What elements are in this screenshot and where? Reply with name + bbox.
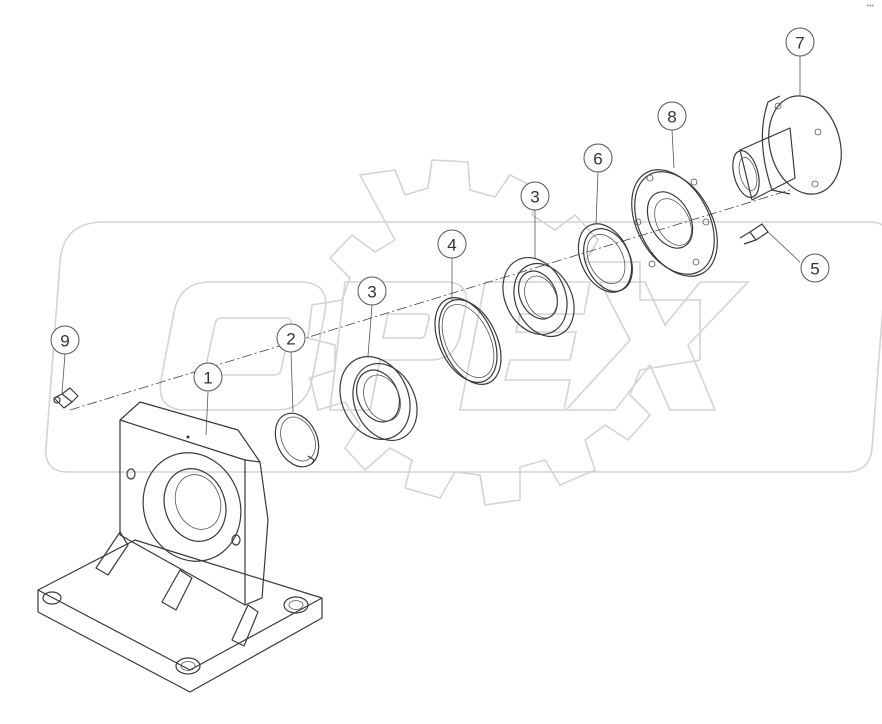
base-hole-right [283, 596, 309, 614]
bracket-mount-hole-right [231, 534, 241, 546]
callout-5: 5 [800, 253, 830, 283]
part-4-sealing-ring [434, 297, 502, 385]
part-1-bracket [37, 401, 323, 693]
callout-3-left-label: 3 [367, 283, 376, 302]
bracket-mount-hole-left [126, 468, 136, 480]
bracket-rib-left [95, 531, 129, 576]
callout-4: 4 [437, 229, 467, 259]
part-2-retaining-ring [274, 412, 320, 468]
callout-9: 9 [50, 325, 80, 355]
callout-6: 6 [583, 143, 613, 173]
callout-8: 8 [657, 101, 687, 131]
watermark-letters [159, 281, 750, 411]
base-hole-front [175, 657, 201, 675]
corner-mark: ••• [866, 3, 874, 10]
watermark-letter-e [459, 281, 591, 411]
part-7-flange-shaft [732, 95, 842, 201]
watermark-letter-p [329, 281, 468, 411]
watermark-letter-o [159, 281, 327, 411]
callout-7-label: 7 [795, 34, 804, 53]
callout-1-label: 1 [203, 369, 212, 388]
callout-8-label: 8 [667, 108, 676, 127]
callout-3-right: 3 [520, 181, 550, 211]
callouts: 1 2 3 3 4 5 6 [50, 27, 830, 392]
part-6-oil-seal [577, 223, 633, 293]
bracket-base-plate [37, 539, 323, 693]
watermark-gear [307, 159, 701, 506]
grease-port [186, 435, 190, 439]
leader-lines [61, 56, 801, 436]
bracket-boss-outer [142, 452, 242, 562]
callout-2-label: 2 [286, 330, 295, 349]
bracket-rib-mid [161, 569, 193, 611]
part-3a-bearing [339, 356, 418, 442]
watermark-frame [45, 221, 882, 473]
callout-3-left: 3 [357, 276, 387, 306]
bracket-bore [163, 468, 227, 542]
callout-4-label: 4 [447, 236, 456, 255]
bracket-rib-front [231, 604, 259, 647]
callout-7: 7 [785, 27, 815, 57]
part-9-grease-nipple [53, 387, 79, 409]
callout-3-right-label: 3 [530, 188, 539, 207]
watermark-logo [45, 159, 882, 506]
watermark-letter-x [564, 281, 750, 411]
part-8-end-cover [631, 169, 718, 277]
callout-9-label: 9 [60, 332, 69, 351]
part-3b-bearing [502, 256, 575, 338]
callout-1: 1 [193, 362, 223, 392]
callout-6-label: 6 [593, 150, 602, 169]
callout-5-label: 5 [810, 260, 819, 279]
base-hole-left [42, 591, 62, 605]
part-5-bolt [739, 223, 769, 245]
callout-2: 2 [276, 323, 306, 353]
bracket-vertical-plate [119, 401, 269, 606]
